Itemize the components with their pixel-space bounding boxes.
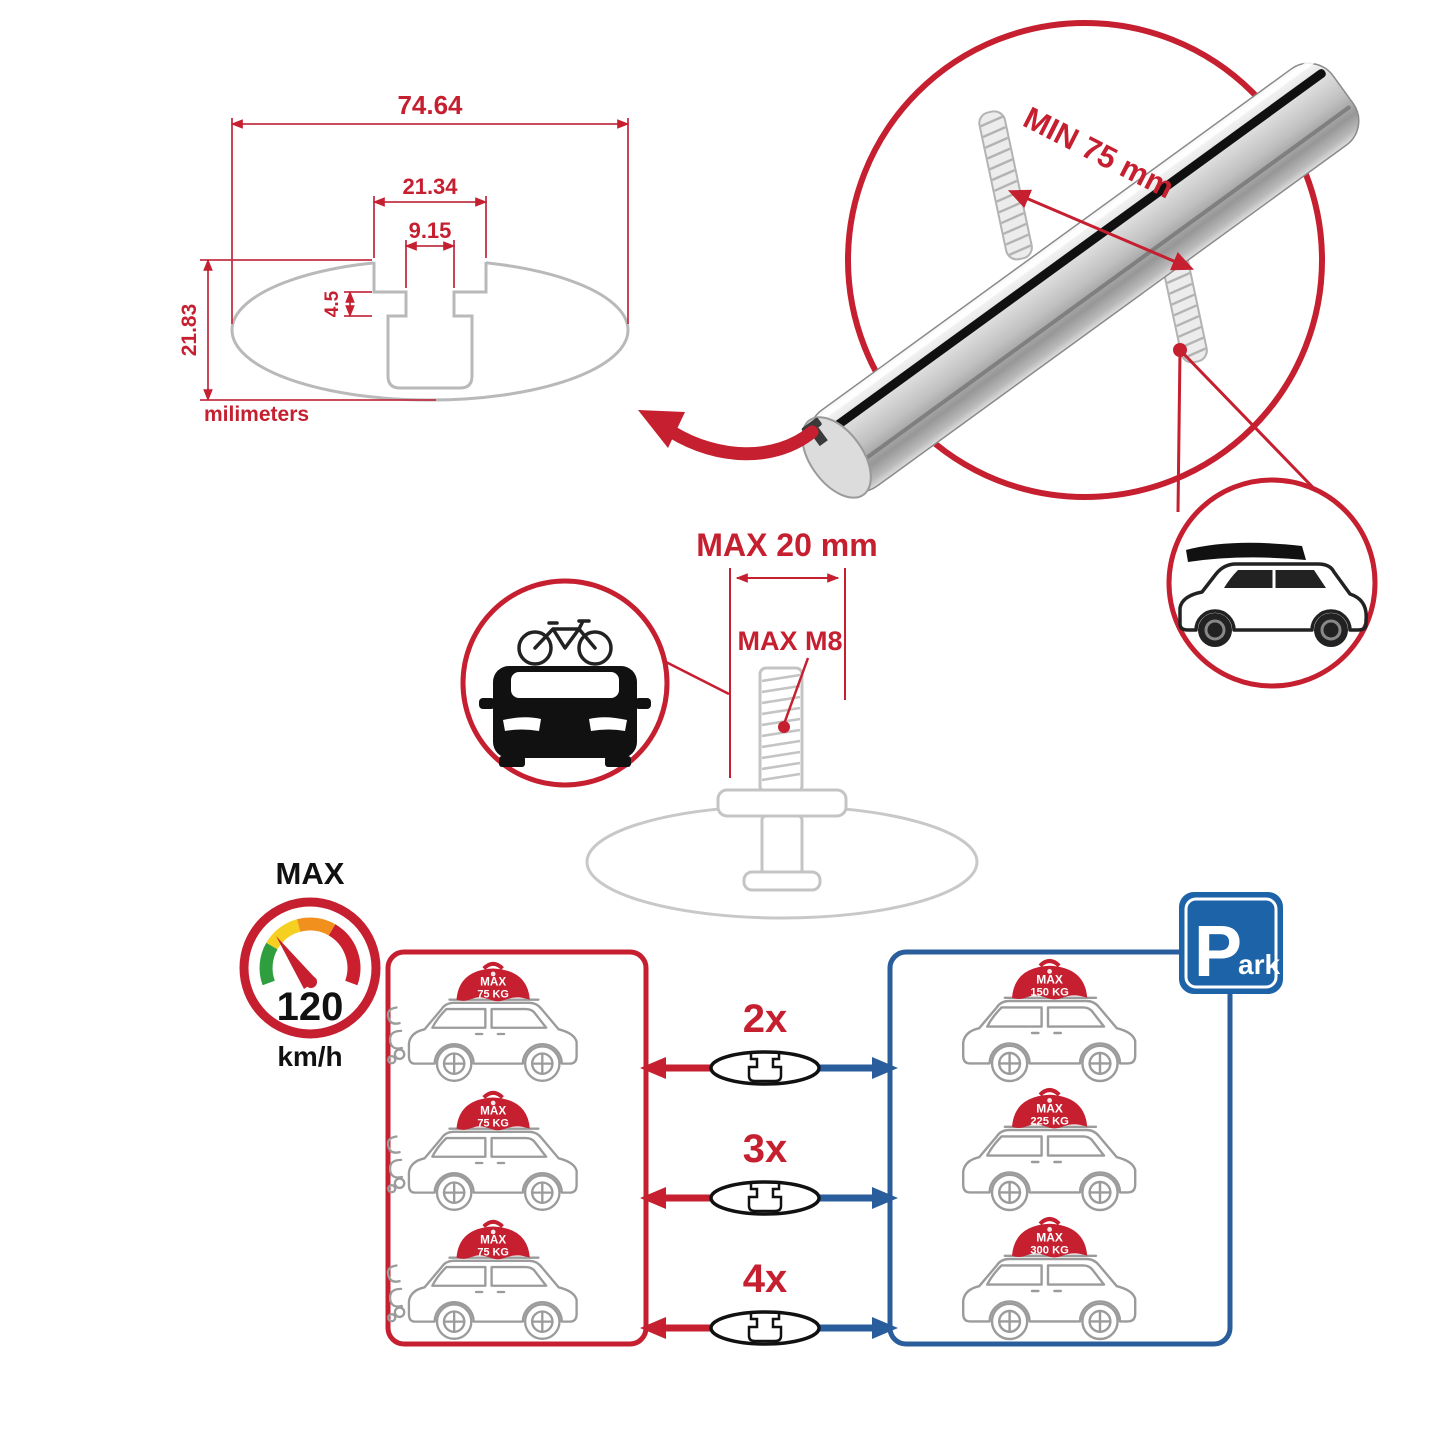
dim-channel-inner-label: 9.15 [409, 218, 452, 243]
multiplier-row-3: 4x [640, 1257, 898, 1346]
cargo-max-label: MAX [480, 1105, 506, 1118]
crossbar-profile-icon [709, 1310, 821, 1346]
bike-leader-line [661, 658, 730, 696]
driving-car-row-2: MAX 75 KG [386, 1090, 579, 1212]
parked-load-panel [887, 949, 1233, 1347]
roof-box [1186, 542, 1306, 562]
crossbar-profile-icon [709, 1050, 821, 1086]
cargo-max-label: MAX [480, 1234, 506, 1247]
multiplier-row-1: 2x [640, 997, 898, 1086]
bicycle-icon [517, 619, 613, 666]
speed-limit-gauge: MAX 120 km/h [239, 856, 381, 1072]
dim-lip-depth-label: 4.5 [322, 290, 343, 317]
crossbar-cross-section-diagram: 74.64 21.34 9.15 4.5 21.83 [178, 90, 630, 426]
parked-car-row-2: MAX 225 KG [963, 1090, 1135, 1210]
bike-carrier-detail [460, 578, 730, 788]
bolt-fitting-diagram: MAX 20 mm MAX M8 [585, 527, 979, 920]
blue-arrow-icon [872, 1187, 898, 1209]
thread-leader-line [782, 657, 810, 725]
parking-letter: P [1194, 912, 1242, 992]
red-arrow-icon [640, 1317, 666, 1339]
parked-car-row-3: MAX 300 KG [963, 1219, 1135, 1339]
car-front-with-bike [479, 619, 651, 767]
thread-dot [778, 721, 790, 733]
hammer-foot [742, 870, 822, 892]
units-label: milimeters [204, 403, 309, 426]
dim-total-height-label: 21.83 [178, 304, 201, 357]
red-arrow-icon [640, 1187, 666, 1209]
threaded-stud [716, 666, 848, 892]
multiplier-row-2: 3x [640, 1127, 898, 1216]
t-nut-plate [716, 788, 848, 818]
leader-line-left [1176, 349, 1182, 513]
multiplier-label: 2x [743, 997, 788, 1041]
profile-t-slot [372, 262, 488, 390]
cargo-weight-label: 75 KG [477, 1246, 509, 1258]
crossbar-render-detail: MIN 75 mm [638, 20, 1360, 513]
aluminum-crossbar [801, 58, 1360, 499]
driving-car-row-1: MAX 75 KG [386, 961, 579, 1083]
parked-car-row-1: MAX 150 KG [963, 961, 1135, 1081]
cargo-max-label: MAX [1036, 1230, 1063, 1244]
multiplier-label: 4x [743, 1257, 788, 1301]
dimension-channel-outer: 21.34 [372, 174, 488, 258]
callout-arrow-head [638, 410, 685, 448]
red-arrow-icon [640, 1057, 666, 1079]
gauge-needle [276, 936, 317, 989]
dim-total-width-label: 74.64 [397, 90, 463, 120]
dim-channel-outer-label: 21.34 [402, 174, 458, 199]
blue-arrow-icon [872, 1057, 898, 1079]
cargo-weight-label: 150 KG [1030, 986, 1069, 998]
driving-car-row-3: MAX 75 KG [386, 1219, 579, 1341]
blue-arrow-icon [872, 1317, 898, 1339]
parking-sign: P ark [1179, 892, 1283, 994]
crossbar-profile-icon [709, 1180, 821, 1216]
dimension-channel-inner: 9.15 [404, 218, 456, 288]
cargo-max-label: MAX [1036, 972, 1063, 986]
dimension-total-width: 74.64 [230, 90, 630, 324]
max-thread-label: MAX M8 [737, 626, 842, 656]
min-span-dimension-line [1007, 189, 1195, 271]
callout-arrow-shaft [665, 425, 819, 461]
locator-dot [1173, 343, 1187, 357]
cargo-max-label: MAX [480, 976, 506, 989]
speed-value: 120 [277, 985, 344, 1029]
multiplier-label: 3x [743, 1127, 788, 1171]
dimension-lip-depth: 4.5 [322, 290, 372, 317]
suv-roofbox-detail [1166, 477, 1378, 689]
suv-with-roofbox [1178, 542, 1368, 647]
cargo-max-label: MAX [1036, 1101, 1063, 1115]
cargo-weight-label: 75 KG [477, 1117, 509, 1129]
dimension-total-height: 21.83 [178, 258, 436, 402]
speed-max-label: MAX [276, 856, 345, 891]
max-length-label: MAX 20 mm [696, 527, 877, 563]
cargo-weight-label: 75 KG [477, 988, 509, 1000]
leader-line-right [1178, 348, 1330, 505]
cargo-weight-label: 225 KG [1030, 1115, 1069, 1127]
speed-unit: km/h [277, 1041, 342, 1072]
parking-rest: ark [1238, 949, 1280, 980]
cargo-weight-label: 300 KG [1030, 1244, 1069, 1256]
